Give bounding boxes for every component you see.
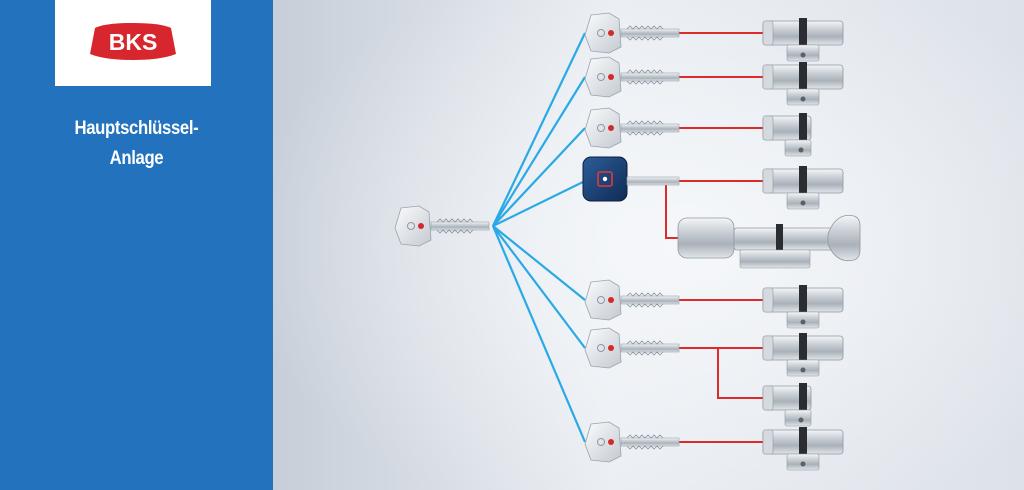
electronic-key-fob-icon [582,156,680,202]
master-link [492,32,586,227]
logo-box: BKS [55,0,211,86]
key-link [717,348,763,399]
page-title: Hauptschlüssel- Anlage [16,114,256,174]
master-link [492,225,586,349]
master-link [492,225,586,301]
bks-logo: BKS [90,23,176,60]
logo-badge [90,23,176,60]
keys [582,12,680,463]
knob-cylinder-icon [677,215,861,269]
diagram-glow [273,0,1024,490]
master-link [492,127,586,227]
key-system-diagram [273,0,1024,490]
title-line-1: Hauptschlüssel- [74,118,199,139]
master-link [491,225,587,443]
sidebar: BKS Hauptschlüssel- Anlage [0,0,273,490]
master-key-links [491,32,587,443]
cylinders [677,17,861,471]
master-link [492,76,586,227]
logo-text: BKS [109,29,158,55]
title-line-2: Anlage [109,148,164,169]
key-cylinder-links [665,32,763,443]
master-link [492,180,586,227]
key-link [665,181,683,239]
